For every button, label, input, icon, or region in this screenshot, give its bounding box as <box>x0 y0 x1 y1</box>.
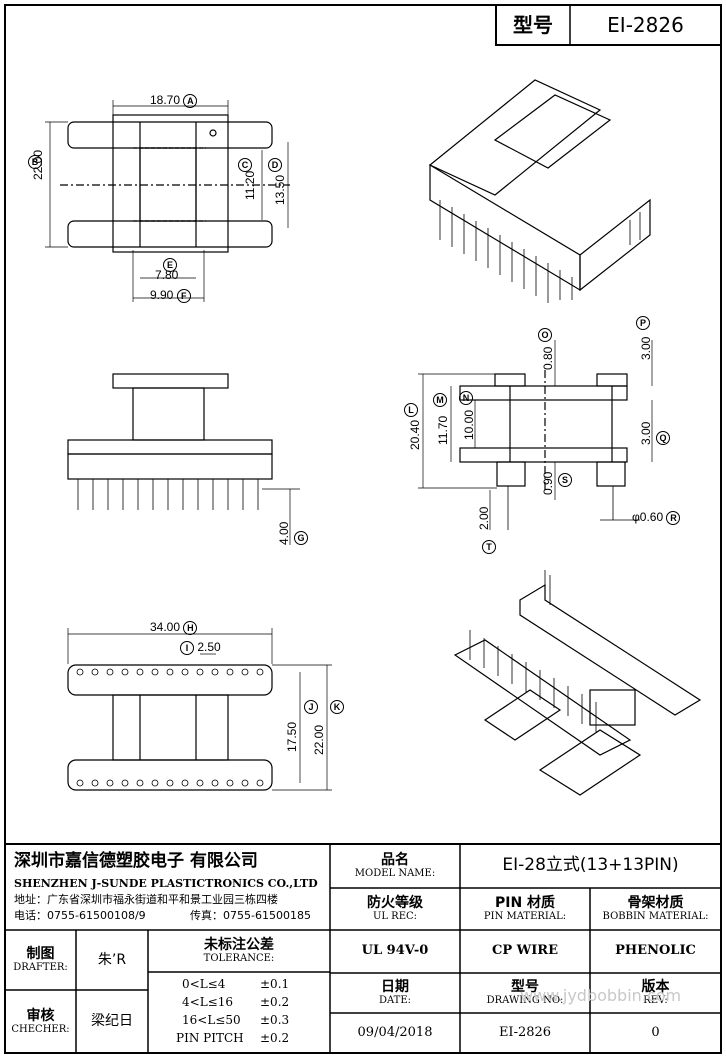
dim-r: φ0.60 R <box>632 511 681 525</box>
marker-n: N <box>459 388 473 405</box>
header-label: 型号 <box>513 12 553 37</box>
tolerance-value-3: ±0.3 <box>260 1013 290 1027</box>
dim-i: I 2.50 <box>180 641 221 655</box>
top-view-dims <box>45 100 289 302</box>
company-fax: 传真：0755-61500185 <box>190 909 311 922</box>
date-value: 09/04/2018 <box>357 1024 433 1040</box>
marker-b: B <box>28 152 42 169</box>
marker-k: K <box>330 697 344 714</box>
marker-d: D <box>268 155 282 172</box>
pin-material-value: CP WIRE <box>491 943 559 959</box>
company-address: 地址：广东省深圳市福永街道和平和景工业园三栋四楼 <box>14 893 278 906</box>
dim-q: 3.00 <box>639 421 653 445</box>
bottom-view <box>67 664 273 791</box>
bottom-view-dims <box>67 628 332 791</box>
company-name-en: SHENZHEN J-SUNDE PLASTICTRONICS CO.,LTD <box>14 877 318 890</box>
rev-value: 0 <box>651 1024 660 1040</box>
marker-g: G <box>294 528 308 545</box>
iso-view-bottom <box>453 570 702 796</box>
dim-c: 11.20 <box>243 170 257 200</box>
marker-l: L <box>404 400 418 417</box>
marker-m: M <box>433 390 447 407</box>
tolerance-range-3: 16<L≤50 <box>182 1013 241 1027</box>
side-view <box>459 370 628 530</box>
dim-k: 22.00 <box>312 724 326 755</box>
dim-a: 18.70 A <box>150 94 198 108</box>
ul-value: UL 94V-0 <box>361 943 429 959</box>
marker-o: O <box>538 325 552 342</box>
marker-c: C <box>238 155 252 172</box>
bobbin-material-value: PHENOLIC <box>615 943 696 959</box>
dim-o: 0.80 <box>541 346 555 370</box>
dim-e: 7.80 <box>155 268 179 282</box>
checker-value: 梁纪日 <box>91 1013 133 1030</box>
marker-p: P <box>636 313 650 330</box>
dim-l: 20.40 <box>408 419 422 450</box>
dim-g: 4.00 <box>277 521 291 545</box>
marker-t: T <box>482 537 496 554</box>
marker-q: Q <box>656 428 670 445</box>
tolerance-range-1: 0<L≤4 <box>182 977 226 991</box>
tolerance-value-4: ±0.2 <box>260 1031 290 1045</box>
dim-p: 3.00 <box>639 336 653 360</box>
front-view <box>67 373 273 510</box>
drawing-no-value: EI-2826 <box>498 1024 552 1040</box>
marker-s: S <box>558 470 572 487</box>
header-model: EI-2826 <box>607 12 684 37</box>
side-view-dims <box>418 340 653 530</box>
top-view <box>60 114 290 253</box>
dim-f: 9.90 F <box>150 289 191 303</box>
marker-e: E <box>163 255 177 272</box>
drafter-value: 朱’R <box>97 951 127 968</box>
dim-d: 13.50 <box>273 174 287 205</box>
tolerance-value-2: ±0.2 <box>260 995 290 1009</box>
dim-n: 10.00 <box>462 409 476 440</box>
dim-b: 22.00 <box>31 149 45 180</box>
front-view-dims <box>262 488 300 545</box>
model-name-value: EI-28立式(13+13PIN) <box>502 855 679 876</box>
company-phone: 电话：0755-61500108/9 <box>14 909 146 922</box>
dim-m: 11.70 <box>436 415 450 445</box>
company-name-cn: 深圳市嘉信德塑胶电子 有限公司 <box>14 851 258 871</box>
title-block <box>5 843 721 1053</box>
watermark: www.jydbobbin.com <box>520 986 682 1005</box>
marker-j: J <box>304 697 318 714</box>
tolerance-range-4: PIN PITCH <box>176 1031 244 1045</box>
tolerance-value-1: ±0.1 <box>260 977 290 991</box>
iso-view-top <box>428 79 651 303</box>
dim-j: 17.50 <box>285 721 299 752</box>
dim-h: 34.00 H <box>150 621 198 635</box>
dim-s: 0.90 <box>541 471 555 495</box>
tolerance-range-2: 4<L≤16 <box>182 995 233 1009</box>
dim-t: 2.00 <box>477 506 491 530</box>
